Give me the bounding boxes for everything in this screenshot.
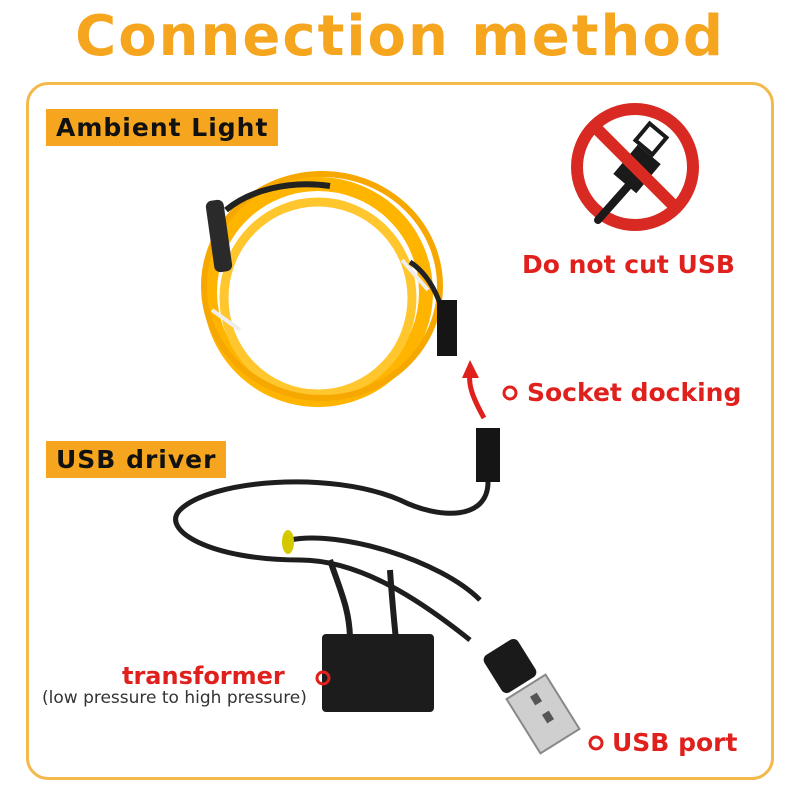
transformer-box xyxy=(322,634,434,712)
usb-port-label: USB port xyxy=(612,728,738,757)
ambient-light-wire xyxy=(201,171,457,407)
do-not-cut-label: Do not cut USB xyxy=(522,250,735,279)
socket-docking-label: Socket docking xyxy=(527,378,742,407)
up-arrow-icon xyxy=(462,360,487,420)
pointer-bullet-icon xyxy=(315,385,604,751)
no-usb-cut-icon xyxy=(571,103,699,231)
transformer-note: (low pressure to high pressure) xyxy=(42,688,307,708)
usb-driver-tag: USB driver xyxy=(46,441,227,478)
page-title: Connection method xyxy=(75,4,725,69)
content-frame xyxy=(26,82,774,780)
transformer-label: transformer xyxy=(122,662,285,690)
usb-plug xyxy=(483,639,581,755)
usb-driver-cable xyxy=(173,428,500,642)
ambient-light-tag: Ambient Light xyxy=(46,109,279,146)
